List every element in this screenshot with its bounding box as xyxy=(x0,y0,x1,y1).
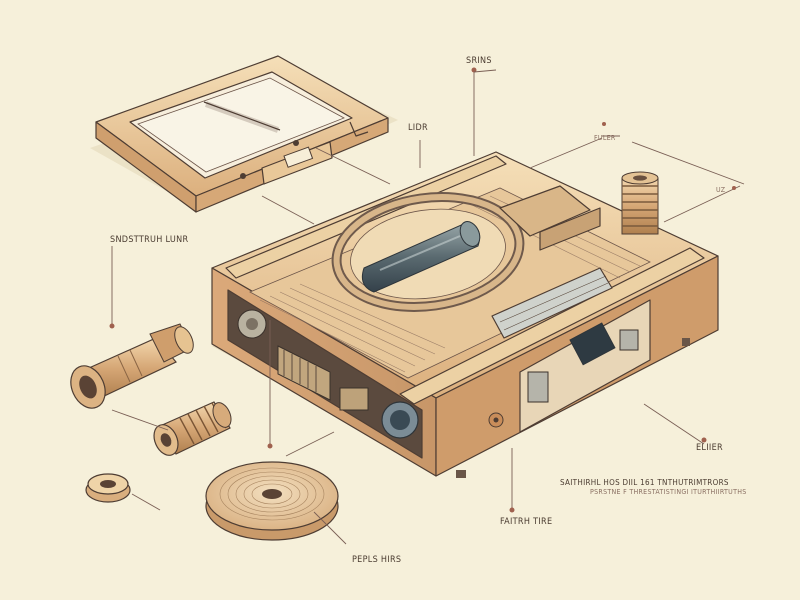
leader-lines xyxy=(109,67,745,545)
label-lider: LIDR xyxy=(408,123,428,133)
label-strings: SRINS xyxy=(466,56,492,66)
caption-sub: PSRSTNE F THRESTATISTINGI ITURTHIIRTUTHS xyxy=(590,488,747,496)
caption-main: SAITHIRHL HOS DIIL 161 TNTHUTRIMTRORS xyxy=(560,478,729,487)
turntable-disc-icon xyxy=(205,461,339,541)
label-bottom-left: PEPLS HIRS xyxy=(352,555,401,565)
lens-tube-icon xyxy=(70,323,194,409)
label-small-top-right: UZ xyxy=(716,186,726,194)
label-fuler: FULER xyxy=(594,134,616,142)
threaded-post-icon xyxy=(621,171,659,235)
main-unit xyxy=(211,151,719,478)
label-right: ELIIER xyxy=(696,443,723,453)
ring-nut-icon xyxy=(85,473,131,503)
label-bottom-center: FAITRH TIRE xyxy=(500,517,552,527)
coil-spring-icon xyxy=(153,401,232,456)
label-left: SNDSTTRUH LUNR xyxy=(110,235,188,245)
labels: SRINS LIDR FULER UZ SNDSTTRUH LUNR ELIIE… xyxy=(110,56,747,565)
cartridge-tray xyxy=(90,55,398,213)
